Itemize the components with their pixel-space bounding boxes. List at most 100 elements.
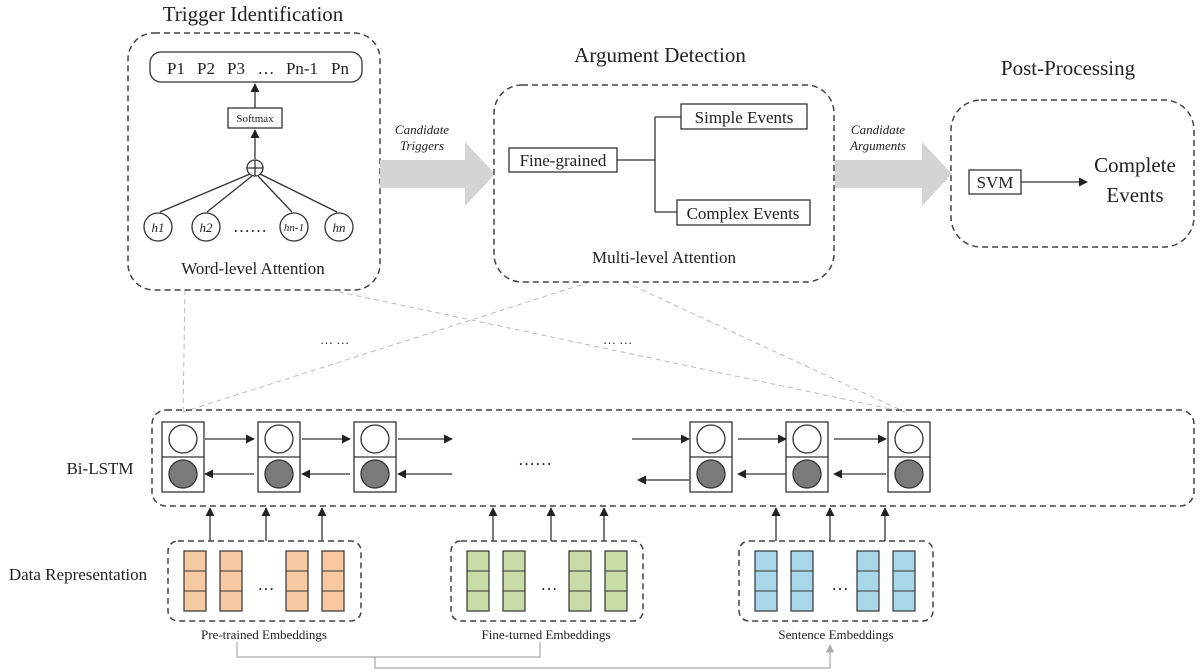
embedding-group: … Sentence Embeddings [738, 540, 934, 642]
backward-state-circle [894, 459, 924, 489]
forward-state-circle [168, 424, 198, 454]
candidate-arguments-label-2: Arguments [849, 138, 906, 153]
embedding-vector [568, 550, 592, 612]
hidden-label-hn-1: hn-1 [284, 222, 304, 234]
embedding-vector [321, 550, 345, 612]
fine-grained-label: Fine-grained [520, 151, 607, 170]
candidate-triggers-arrow: Candidate Triggers [380, 122, 495, 206]
output-p3: P3 [227, 59, 245, 78]
output-p2: P2 [197, 59, 215, 78]
attention-links [159, 173, 338, 213]
lstm-cell [887, 421, 931, 493]
complex-events-label: Complex Events [687, 204, 800, 223]
multi-level-attention-caption: Multi-level Attention [592, 248, 737, 267]
svm-label: SVM [977, 173, 1014, 192]
lstm-cell [161, 421, 205, 493]
bilstm-row-label: Bi-LSTM [66, 459, 133, 478]
embedding-vector [219, 550, 243, 612]
embedding-vector [754, 550, 778, 612]
probability-outputs: P1 P2 P3 … Pn-1 Pn [167, 59, 349, 78]
word-level-attention-caption: Word-level Attention [181, 259, 325, 278]
probability-output-box [149, 51, 363, 83]
output-pn: Pn [331, 59, 349, 78]
embedding-vector [502, 550, 526, 612]
hidden-state-h1 [143, 212, 173, 242]
embedding-vector [604, 550, 628, 612]
bilstm-backward-arrows [204, 469, 886, 485]
embedding-group: … Pre-trained Embeddings [167, 540, 362, 642]
output-ellipsis: … [258, 59, 275, 78]
embedding-groups: … Pre-trained Embeddings … Fine-turned Embe… [167, 540, 934, 642]
trigger-identification-title: Trigger Identification [163, 2, 344, 26]
data-representation-label: Data Representation [9, 565, 148, 584]
big-arrow-2 [835, 142, 952, 206]
bilstm-ellipsis: …… [518, 450, 552, 469]
backward-state-circle [792, 459, 822, 489]
backward-state-circle [264, 459, 294, 489]
embedding-vector [285, 550, 309, 612]
softmax-box [227, 107, 283, 129]
guides-ellipsis-right: … … [603, 332, 632, 347]
backward-state-circle [696, 459, 726, 489]
candidate-arguments-label-1: Candidate [851, 122, 905, 137]
embedding-vector [183, 550, 207, 612]
post-processing-block: Post-Processing SVM Complete Events [950, 56, 1195, 248]
hidden-states: h1 h2 …… hn-1 hn [143, 212, 354, 242]
hidden-state-hn-1 [279, 212, 309, 242]
embedding-vector [856, 550, 880, 612]
lstm-cell [257, 421, 301, 493]
embedding-vector [466, 550, 490, 612]
lstm-cell [785, 421, 829, 493]
embedding-connector [236, 642, 835, 669]
argument-detection-block: Argument Detection Fine-grained Simple E… [493, 43, 835, 283]
hidden-label-h2: h2 [200, 220, 214, 235]
embedding-vector [790, 550, 814, 612]
embedding-vector [892, 550, 916, 612]
candidate-triggers-label-1: Candidate [395, 122, 449, 137]
hidden-label-hn: hn [333, 220, 346, 235]
post-processing-title: Post-Processing [1001, 56, 1136, 80]
candidate-triggers-label-2: Triggers [400, 138, 444, 153]
embedding-ellipsis: … [258, 575, 275, 594]
output-p1: P1 [167, 59, 185, 78]
forward-state-circle [792, 424, 822, 454]
hidden-label-h1: h1 [152, 220, 165, 235]
embedding-ellipsis: … [541, 575, 558, 594]
hidden-ellipsis: …… [233, 217, 267, 236]
trigger-identification-block: Trigger Identification P1 P2 P3 … Pn-1 P… [127, 2, 381, 291]
embedding-to-bilstm-arrows [205, 507, 890, 541]
attention-guides: … … … … [182, 281, 906, 413]
sum-node-icon [246, 159, 264, 177]
complex-events-box [676, 199, 811, 226]
argument-dashed-box [493, 84, 835, 283]
backward-state-circle [360, 459, 390, 489]
bilstm-dashed-box [151, 409, 1195, 507]
lstm-cell [353, 421, 397, 493]
hidden-state-h2 [191, 212, 221, 242]
simple-events-box [680, 103, 808, 130]
candidate-arguments-arrow: Candidate Arguments [835, 122, 952, 206]
forward-state-circle [894, 424, 924, 454]
post-dashed-box [950, 99, 1195, 248]
big-arrow-1 [380, 142, 495, 206]
forward-state-circle [264, 424, 294, 454]
embedding-caption: Pre-trained Embeddings [201, 627, 327, 642]
embedding-caption: Sentence Embeddings [778, 627, 893, 642]
softmax-label: Softmax [236, 113, 274, 125]
bilstm-cells [161, 421, 931, 493]
backward-state-circle [168, 459, 198, 489]
complete-events-label-1: Complete [1094, 153, 1176, 177]
embedding-group: … Fine-turned Embeddings [450, 540, 644, 642]
lstm-cell [689, 421, 733, 493]
forward-state-circle [696, 424, 726, 454]
guides-ellipsis-left: … … [320, 332, 349, 347]
complete-events-label-2: Events [1106, 183, 1163, 207]
output-pn-1: Pn-1 [286, 59, 318, 78]
hidden-state-hn [324, 212, 354, 242]
embedding-ellipsis: … [832, 575, 849, 594]
forward-state-circle [360, 424, 390, 454]
argument-detection-title: Argument Detection [574, 43, 746, 67]
embedding-caption: Fine-turned Embeddings [482, 627, 611, 642]
simple-events-label: Simple Events [695, 108, 794, 127]
